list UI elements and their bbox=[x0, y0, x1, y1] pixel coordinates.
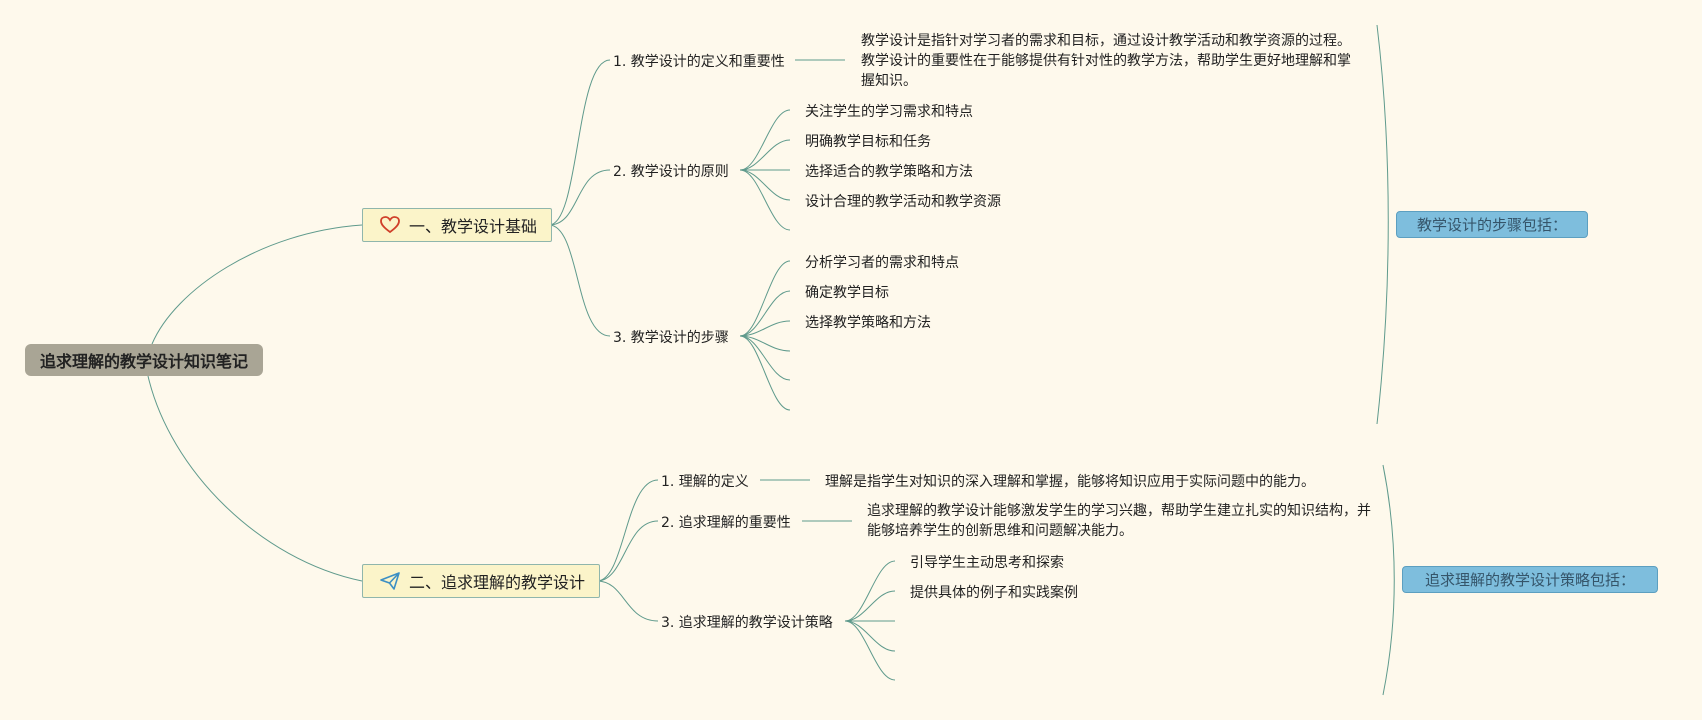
link-b2-s3-i2 bbox=[844, 590, 896, 622]
subtopic-steps[interactable]: 3. 教学设计的步骤 bbox=[613, 330, 729, 346]
main-topic-understanding-design[interactable]: 二、追求理解的教学设计 bbox=[362, 564, 601, 598]
link-b1-s3-i6 bbox=[739, 335, 791, 411]
link-b2-s3-i1 bbox=[844, 560, 896, 622]
summary-strategies[interactable]: 追求理解的教学设计策略包括： bbox=[1402, 566, 1658, 593]
link-b1-s2-i5 bbox=[739, 169, 791, 231]
link-b1-s2-i4 bbox=[739, 169, 791, 201]
leaf-item[interactable]: 关注学生的学习需求和特点 bbox=[805, 104, 973, 120]
subtopic-understanding-definition[interactable]: 1. 理解的定义 bbox=[661, 474, 749, 490]
link-root-branch2 bbox=[147, 375, 363, 582]
link-b1-s2-i2 bbox=[739, 139, 791, 171]
link-b1-s2-i1 bbox=[739, 109, 791, 171]
link-b2-s1 bbox=[596, 479, 659, 582]
leaf-item[interactable]: 明确教学目标和任务 bbox=[805, 134, 931, 150]
subtopic-definition-importance[interactable]: 1. 教学设计的定义和重要性 bbox=[613, 54, 785, 70]
subtopic-understanding-strategies[interactable]: 3. 追求理解的教学设计策略 bbox=[661, 615, 833, 631]
main-topic-label: 二、追求理解的教学设计 bbox=[409, 573, 586, 592]
main-topic-label: 一、教学设计基础 bbox=[409, 217, 538, 236]
leaf-item[interactable]: 提供具体的例子和实践案例 bbox=[910, 585, 1078, 601]
link-b1-s3 bbox=[548, 224, 611, 337]
link-b1-s3-i5 bbox=[739, 335, 791, 381]
leaf-item[interactable]: 选择适合的教学策略和方法 bbox=[805, 164, 973, 180]
paragraph-definition-importance: 教学设计是指针对学习者的需求和目标，通过设计教学活动和教学资源的过程。教学设计的… bbox=[861, 33, 1351, 89]
paragraph-understanding-importance: 追求理解的教学设计能够激发学生的学习兴趣，帮助学生建立扎实的知识结构，并能够培养… bbox=[867, 503, 1371, 539]
paragraph-understanding-definition: 理解是指学生对知识的深入理解和掌握，能够将知识应用于实际问题中的能力。 bbox=[825, 474, 1315, 490]
leaf-item[interactable]: 分析学习者的需求和特点 bbox=[805, 255, 959, 271]
summary-bracket-2 bbox=[1382, 464, 1395, 696]
link-b1-s2 bbox=[548, 169, 611, 226]
root-topic[interactable]: 追求理解的教学设计知识笔记 bbox=[25, 344, 263, 376]
subtopic-understanding-importance[interactable]: 2. 追求理解的重要性 bbox=[661, 515, 791, 531]
link-b2-s3-i4 bbox=[844, 620, 896, 652]
leaf-item[interactable]: 引导学生主动思考和探索 bbox=[910, 555, 1064, 571]
summary-steps[interactable]: 教学设计的步骤包括： bbox=[1396, 211, 1588, 238]
leaf-item[interactable]: 设计合理的教学活动和教学资源 bbox=[805, 194, 1001, 210]
subtopic-principles[interactable]: 2. 教学设计的原则 bbox=[613, 164, 729, 180]
main-topic-teaching-design-basics[interactable]: 一、教学设计基础 bbox=[362, 208, 553, 242]
paper-plane-icon bbox=[379, 571, 401, 591]
heart-icon bbox=[379, 215, 401, 235]
link-b2-s2 bbox=[596, 520, 659, 582]
link-b1-s3-i3 bbox=[739, 320, 791, 337]
link-root-branch1 bbox=[151, 224, 363, 345]
link-b1-s3-i1 bbox=[739, 260, 791, 337]
leaf-item[interactable]: 确定教学目标 bbox=[805, 285, 889, 301]
leaf-item[interactable]: 选择教学策略和方法 bbox=[805, 315, 931, 331]
summary-bracket-1 bbox=[1376, 24, 1389, 425]
link-b1-s1 bbox=[548, 59, 611, 226]
link-b1-s3-i2 bbox=[739, 290, 791, 337]
link-b2-s3 bbox=[596, 580, 659, 622]
link-b2-s3-i5 bbox=[844, 620, 896, 681]
